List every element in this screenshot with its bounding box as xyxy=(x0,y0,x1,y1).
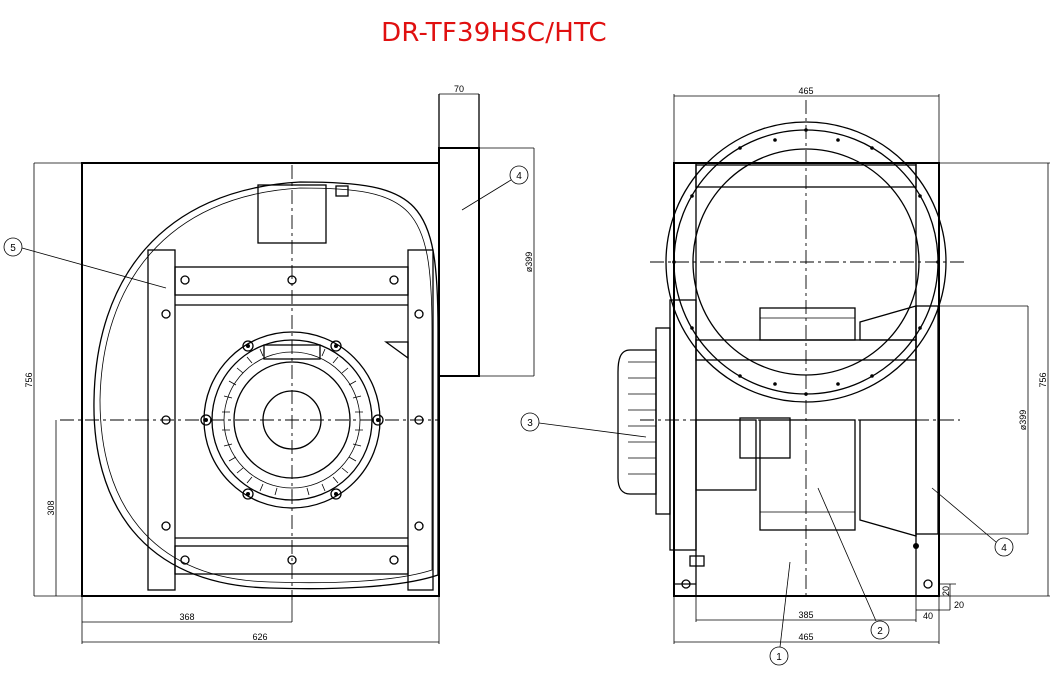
drawing-title: DR-TF39HSC/HTC xyxy=(381,18,607,48)
callout-4-front: 4 xyxy=(516,171,522,182)
callout-4-side-bubble xyxy=(994,537,1014,557)
motor-mount-plate xyxy=(655,327,671,515)
dim-foot-height: 20 xyxy=(941,586,951,596)
callout-5: 5 xyxy=(10,243,16,254)
top-crossbar xyxy=(174,266,409,296)
callout-2-bubble xyxy=(870,620,890,640)
impeller-hub xyxy=(759,307,856,341)
dim-front-width: 626 xyxy=(252,632,267,642)
callout-3: 3 xyxy=(527,418,533,429)
callout-1: 1 xyxy=(776,652,782,663)
callout-2: 2 xyxy=(877,626,883,637)
front-view: 70 ø399 756 308 368 626 5 4 xyxy=(3,84,535,644)
dim-foot-width: 20 xyxy=(954,600,964,610)
impeller-body xyxy=(759,419,856,531)
callout-4-side: 4 xyxy=(1001,543,1007,554)
terminal-gland xyxy=(335,185,349,197)
right-rail xyxy=(407,249,434,591)
dim-side-diameter: ø399 xyxy=(1018,410,1028,431)
dim-side-height: 756 xyxy=(1038,372,1048,387)
dim-axis-height: 308 xyxy=(46,500,56,515)
side-frame xyxy=(673,162,940,597)
dim-side-top-width: 465 xyxy=(798,86,813,96)
outlet-flange xyxy=(438,147,480,377)
callout-1-bubble xyxy=(769,646,789,666)
shaft-housing xyxy=(695,419,757,491)
cut-off-plate xyxy=(384,341,409,360)
dim-foot-offset: 40 xyxy=(923,611,933,621)
dim-axis-offset: 368 xyxy=(179,612,194,622)
impeller-side-plate xyxy=(859,419,917,537)
motor-fins xyxy=(222,348,363,497)
callout-4-front-bubble xyxy=(509,165,529,185)
dim-flange-width: 70 xyxy=(454,84,464,94)
front-housing-frame xyxy=(81,162,440,597)
side-view: ø399 465 756 385 465 20 xyxy=(520,86,1050,666)
callout-5-bubble xyxy=(3,237,23,257)
bearing-block xyxy=(739,417,791,459)
inlet-ring-holes xyxy=(672,128,940,396)
dim-front-diameter: ø399 xyxy=(524,252,534,273)
scroll-casing-inner xyxy=(99,187,433,584)
foot-clamp xyxy=(689,555,705,567)
scroll-casing xyxy=(93,181,439,590)
dim-side-bottom-width: 465 xyxy=(798,632,813,642)
dim-front-height: 756 xyxy=(24,372,34,387)
dim-foot-inner: 385 xyxy=(798,610,813,620)
motor-fins-side xyxy=(628,361,656,475)
motor-body xyxy=(617,349,657,495)
bottom-crossbar xyxy=(174,545,409,575)
callout-3-bubble xyxy=(520,412,540,432)
